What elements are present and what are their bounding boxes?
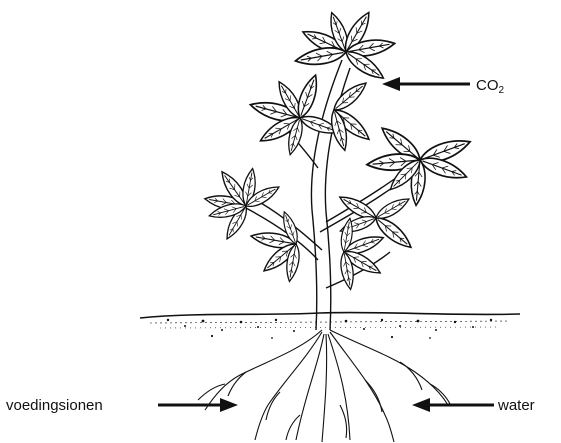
arrow-co2-icon bbox=[382, 77, 470, 91]
arrow-water-icon bbox=[412, 398, 494, 412]
label-co2-subscript: 2 bbox=[499, 85, 505, 96]
roots bbox=[198, 330, 450, 442]
label-water: water bbox=[498, 398, 535, 413]
arrow-nutrients-icon bbox=[158, 398, 238, 412]
label-co2-main: CO bbox=[476, 77, 499, 94]
label-nutrients: voedingsionen bbox=[6, 398, 103, 413]
leaves bbox=[204, 9, 473, 290]
label-co2: CO2 bbox=[476, 78, 504, 96]
